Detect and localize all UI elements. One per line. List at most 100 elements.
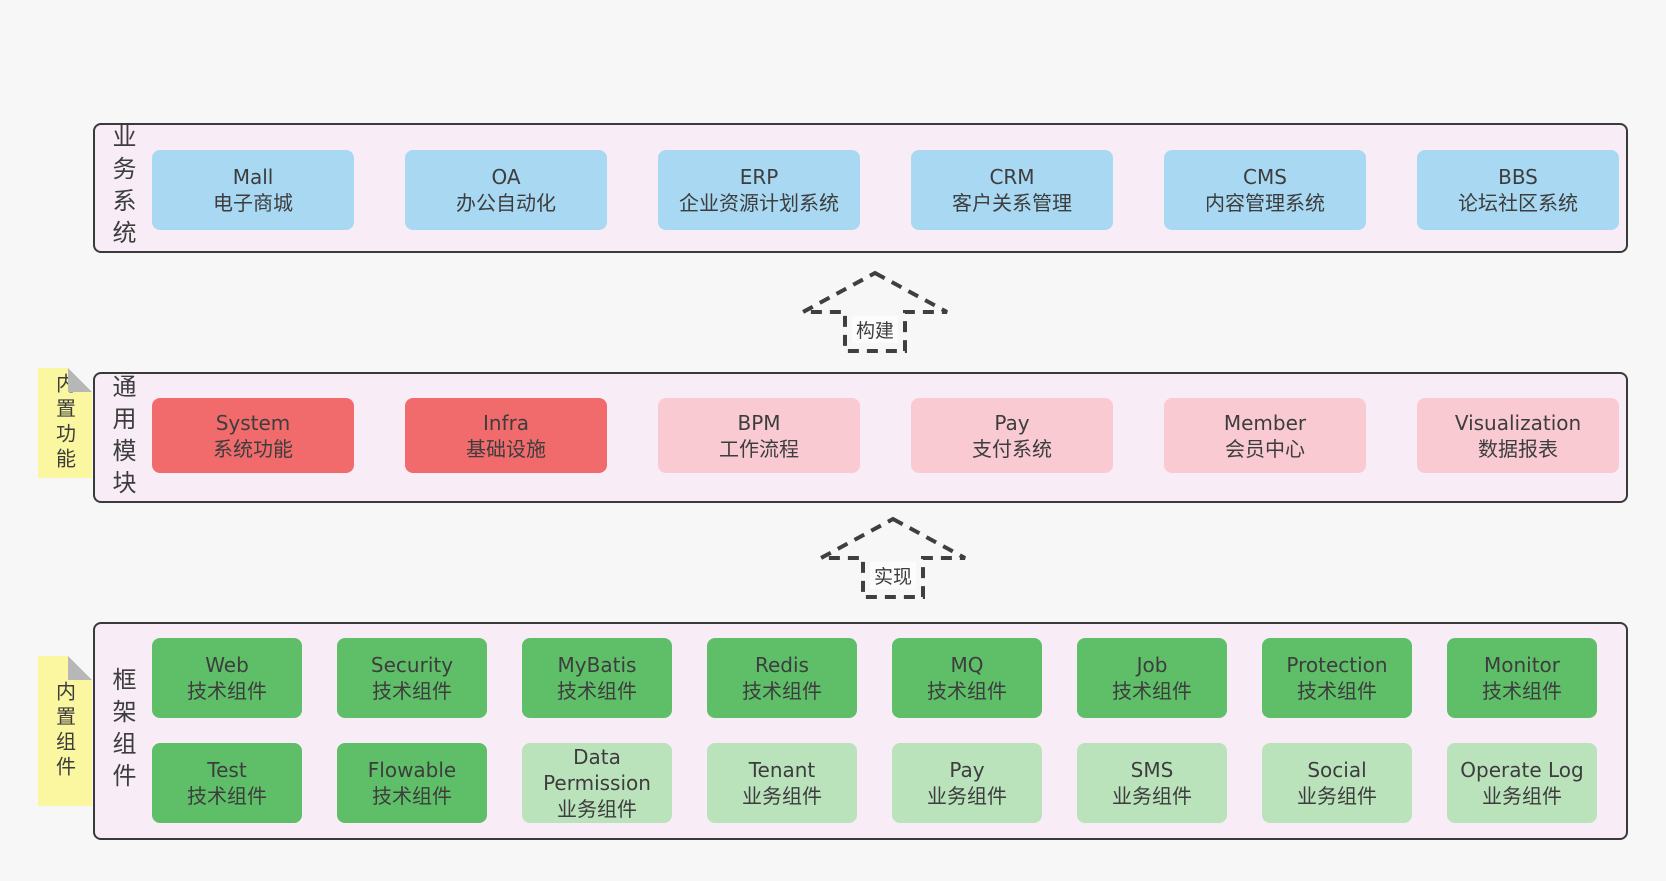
box-subtitle: 基础设施	[466, 436, 546, 461]
box-tenant: Tenant 业务组件	[707, 743, 857, 823]
box-title: BBS	[1498, 165, 1538, 189]
box-title: Pay	[994, 410, 1030, 435]
box-title: Visualization	[1454, 410, 1582, 435]
box-security: Security 技术组件	[337, 638, 487, 718]
arrow-implement: 实现	[818, 516, 968, 600]
box-subtitle: 技术组件	[557, 679, 637, 703]
box-subtitle: 技术组件	[1297, 679, 1377, 703]
box-infra: Infra 基础设施	[405, 398, 607, 473]
sticky-note-builtin-components: 内置组件	[38, 656, 92, 806]
box-subtitle: 业务组件	[557, 797, 637, 821]
framework-row-1: Web 技术组件 Security 技术组件 MyBatis 技术组件 Redi…	[152, 638, 1597, 718]
box-title: BPM	[737, 410, 781, 435]
box-erp: ERP 企业资源计划系统	[658, 150, 860, 230]
box-subtitle: 数据报表	[1478, 436, 1558, 461]
box-flowable: Flowable 技术组件	[337, 743, 487, 823]
box-title: Infra	[482, 410, 530, 435]
box-subtitle: 工作流程	[719, 436, 799, 461]
box-subtitle: 支付系统	[972, 436, 1052, 461]
box-mybatis: MyBatis 技术组件	[522, 638, 672, 718]
box-title: Job	[1136, 653, 1168, 677]
box-title: System	[215, 410, 291, 435]
box-mq: MQ 技术组件	[892, 638, 1042, 718]
box-oa: OA 办公自动化	[405, 150, 607, 230]
box-title: Redis	[755, 653, 809, 677]
arrow-build: 构建	[800, 270, 950, 354]
box-subtitle: 技术组件	[1112, 679, 1192, 703]
box-web: Web 技术组件	[152, 638, 302, 718]
box-mall: Mall 电子商城	[152, 150, 354, 230]
section-common-modules: 通用模块 System 系统功能 Infra 基础设施 BPM 工作流程 Pay…	[93, 372, 1628, 503]
folded-corner-icon	[68, 656, 92, 680]
box-member: Member 会员中心	[1164, 398, 1366, 473]
business-systems-row: Mall 电子商城 OA 办公自动化 ERP 企业资源计划系统 CRM 客户关系…	[152, 150, 1619, 230]
box-test: Test 技术组件	[152, 743, 302, 823]
section-business-systems: 业务系统 Mall 电子商城 OA 办公自动化 ERP 企业资源计划系统 CRM…	[93, 123, 1628, 253]
common-modules-row: System 系统功能 Infra 基础设施 BPM 工作流程 Pay 支付系统…	[152, 398, 1619, 473]
box-title: Monitor	[1483, 653, 1561, 677]
box-subtitle: 技术组件	[187, 679, 267, 703]
section-label-business-systems: 业务系统	[108, 124, 136, 252]
box-subtitle: 技术组件	[372, 679, 452, 703]
box-title: CRM	[989, 165, 1035, 189]
box-subtitle: 客户关系管理	[952, 191, 1072, 215]
arrow-build-label: 构建	[851, 316, 899, 343]
box-subtitle: 业务组件	[1112, 784, 1192, 808]
box-subtitle: 内容管理系统	[1205, 191, 1325, 215]
box-pay-business: Pay 业务组件	[892, 743, 1042, 823]
box-title: Social	[1307, 758, 1367, 782]
box-data-permission: Data Permission 业务组件	[522, 743, 672, 823]
box-title: Tenant	[748, 758, 816, 782]
box-subtitle: 业务组件	[927, 784, 1007, 808]
box-subtitle: 论坛社区系统	[1458, 191, 1578, 215]
box-social: Social 业务组件	[1262, 743, 1412, 823]
box-title: MQ	[950, 653, 984, 677]
box-bbs: BBS 论坛社区系统	[1417, 150, 1619, 230]
sticky-note-builtin-features: 内置功能	[38, 368, 92, 478]
box-subtitle: 技术组件	[187, 784, 267, 808]
box-title: Flowable	[367, 758, 457, 782]
arrow-implement-label: 实现	[869, 562, 917, 589]
box-subtitle: 技术组件	[742, 679, 822, 703]
box-title: Security	[370, 653, 454, 677]
box-pay: Pay 支付系统	[911, 398, 1113, 473]
box-title: Mall	[232, 165, 274, 189]
box-job: Job 技术组件	[1077, 638, 1227, 718]
box-title: Protection	[1286, 653, 1388, 677]
framework-row-2: Test 技术组件 Flowable 技术组件 Data Permission …	[152, 743, 1597, 823]
dashed-up-arrow-icon	[802, 270, 948, 353]
framework-components-rows: Web 技术组件 Security 技术组件 MyBatis 技术组件 Redi…	[152, 638, 1597, 823]
box-subtitle: 企业资源计划系统	[679, 191, 839, 215]
box-title: SMS	[1130, 758, 1174, 782]
box-title: ERP	[739, 165, 779, 189]
sticky-note-text: 内置组件	[52, 681, 77, 781]
box-sms: SMS 业务组件	[1077, 743, 1227, 823]
box-subtitle: 会员中心	[1225, 436, 1305, 461]
box-subtitle: 系统功能	[213, 436, 293, 461]
box-title: Pay	[949, 758, 985, 782]
folded-corner-icon	[68, 368, 92, 392]
box-subtitle: 业务组件	[742, 784, 822, 808]
box-title: Test	[207, 758, 247, 782]
box-subtitle: 办公自动化	[456, 191, 556, 215]
dashed-up-arrow-icon	[820, 516, 966, 599]
box-subtitle: 技术组件	[927, 679, 1007, 703]
box-subtitle: 技术组件	[372, 784, 452, 808]
box-cms: CMS 内容管理系统	[1164, 150, 1366, 230]
box-subtitle: 业务组件	[1297, 784, 1377, 808]
box-system: System 系统功能	[152, 398, 354, 473]
box-crm: CRM 客户关系管理	[911, 150, 1113, 230]
box-operate-log: Operate Log 业务组件	[1447, 743, 1597, 823]
section-label-framework-components: 框架组件	[108, 667, 136, 795]
box-title: Operate Log	[1460, 758, 1584, 782]
section-label-common-modules: 通用模块	[108, 373, 136, 502]
box-title: Data Permission	[543, 745, 651, 795]
box-visualization: Visualization 数据报表	[1417, 398, 1619, 473]
box-bpm: BPM 工作流程	[658, 398, 860, 473]
box-protection: Protection 技术组件	[1262, 638, 1412, 718]
section-framework-components: 框架组件 Web 技术组件 Security 技术组件 MyBatis 技术组件…	[93, 622, 1628, 840]
box-title: Web	[205, 653, 249, 677]
box-monitor: Monitor 技术组件	[1447, 638, 1597, 718]
box-subtitle: 技术组件	[1482, 679, 1562, 703]
